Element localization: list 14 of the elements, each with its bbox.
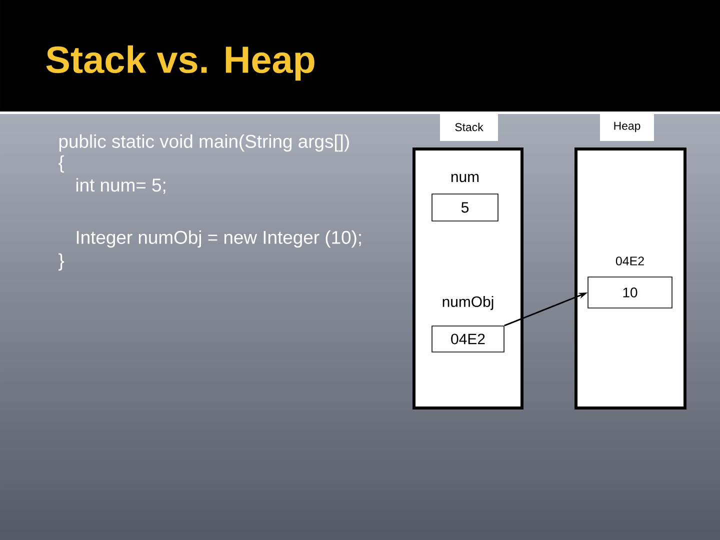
code-line: { (58, 155, 64, 173)
box-heading: num (451, 174, 479, 182)
value-box: 5 (432, 194, 498, 222)
value-box: 10 (588, 276, 672, 308)
box-heading: numObj (442, 296, 494, 310)
code-line: } (58, 253, 64, 271)
box-heading: 04E2 (616, 256, 644, 266)
code-line: public static void main(String args[]) (59, 134, 349, 152)
value-box: 04E2 (432, 326, 504, 352)
column-heading: Stack (440, 113, 498, 141)
column-heading: Heap (600, 113, 654, 141)
code-line: Integer numObj = new Integer (10); (76, 230, 361, 248)
title: Stack vs. Heap (46, 45, 314, 81)
code-line: int num= 5; (76, 178, 166, 194)
